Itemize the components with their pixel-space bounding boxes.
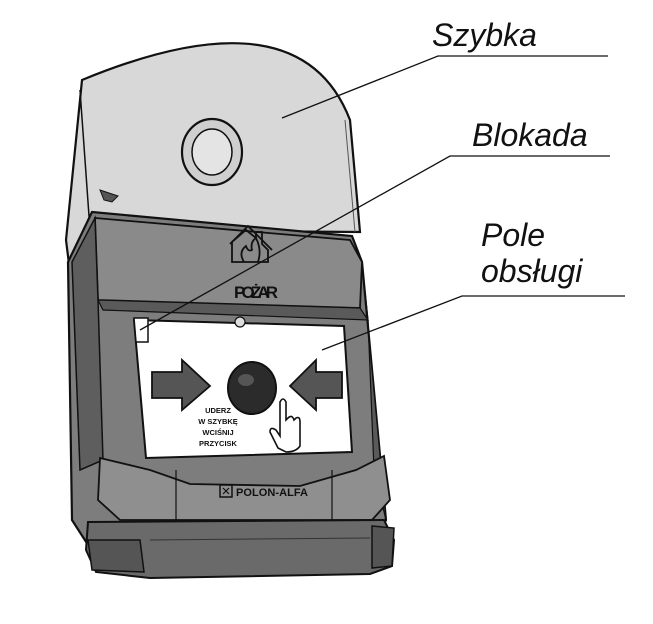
callout-szybka: Szybka [432,17,537,53]
callout-pole-line2: obsługi [481,253,583,289]
callout-pole-line1: Pole [481,217,546,253]
callout-leaders [139,55,625,351]
arrow-left-icon [288,357,343,413]
pictogram-label: POŻAR [234,283,278,302]
brand-label: POLON-ALFA [236,487,308,499]
lock-tab-icon [99,189,119,203]
instruction-line-1: UDERZ [205,406,231,415]
glass-flap [64,42,362,276]
pointing-hand-icon [269,398,301,453]
brand-logo-icon [219,484,233,498]
instruction-line-2: W SZYBKĘ [198,417,238,426]
callout-blokada: Blokada [472,117,588,153]
push-button-icon [227,361,277,415]
instruction-line-3: WCIŚNIJ [202,428,233,437]
instruction-line-4: PRZYCISK [199,439,238,448]
arrow-right-icon [151,357,212,412]
operation-panel [132,316,354,460]
house-fire-icon [229,224,273,263]
